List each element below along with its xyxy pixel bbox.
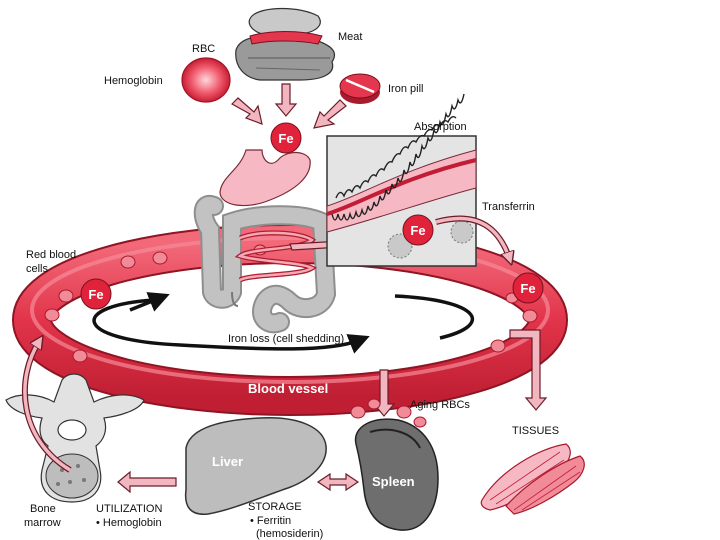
- iron-loss-label: Iron loss (cell shedding): [228, 333, 344, 345]
- absorption-panel: [326, 93, 477, 267]
- vessel-rbcs: [44, 244, 538, 363]
- intake-arrows: [231, 83, 347, 129]
- liver-label: Liver: [212, 454, 243, 469]
- svg-text:Fe: Fe: [88, 287, 103, 302]
- transferrin-label: Transferrin: [482, 201, 535, 213]
- aging-rbcs-label: Aging RBCs: [410, 399, 470, 411]
- utilization-label: UTILIZATION: [96, 503, 162, 515]
- red-blood-cells-label-line1: Red blood: [26, 249, 76, 261]
- svg-text:Fe: Fe: [520, 281, 535, 296]
- meat-label: Meat: [338, 31, 362, 43]
- arrow-liver-to-marrow: [117, 470, 177, 494]
- spleen-label: Spleen: [372, 474, 415, 489]
- storage-ferritin: • Ferritin: [250, 515, 291, 527]
- liver-image: [184, 417, 327, 515]
- iron-pill-label: Iron pill: [388, 83, 423, 95]
- circulation-arrows: [92, 292, 474, 354]
- arrow-to-tissues: [509, 329, 548, 411]
- tissues-label: TISSUES: [512, 425, 559, 437]
- bone-marrow-label-line1: Bone: [30, 503, 56, 515]
- fe-rbc-badge: Fe: [80, 278, 112, 310]
- hemoglobin-label: Hemoglobin: [104, 75, 163, 87]
- arrow-pill-to-fe: [313, 99, 347, 129]
- arrow-rbc-to-fe: [231, 97, 263, 125]
- storage-label: STORAGE: [248, 501, 302, 513]
- storage-hemosiderin: (hemosiderin): [256, 528, 323, 540]
- rbc-label: RBC: [192, 43, 215, 55]
- fe-intake-badge: Fe: [270, 122, 302, 154]
- fe-absorption-badge: Fe: [402, 214, 434, 246]
- absorption-label: Absorption: [414, 121, 467, 133]
- meat-image: [235, 7, 336, 81]
- red-blood-cells-label-line2: cells: [26, 263, 49, 275]
- digestive-tract: [193, 149, 337, 334]
- arrow-marrow-to-vessel: [23, 340, 71, 472]
- arrow-transferrin: [435, 216, 510, 260]
- iron-pill-image: [339, 73, 381, 104]
- spleen-image: [354, 418, 439, 531]
- rbc-image: [181, 57, 231, 103]
- bone-marrow-label-line2: marrow: [24, 517, 61, 529]
- aging-rbcs-image: [350, 398, 427, 428]
- svg-text:Fe: Fe: [410, 223, 425, 238]
- muscle-tissue-image: [480, 443, 585, 515]
- utilization-hemoglobin: • Hemoglobin: [96, 517, 162, 529]
- svg-text:Fe: Fe: [278, 131, 293, 146]
- arrow-liver-spleen: [316, 472, 360, 492]
- fe-transport-badge: Fe: [512, 272, 544, 304]
- blood-vessel-label: Blood vessel: [248, 381, 328, 396]
- villi: [331, 93, 465, 221]
- arrow-meat-to-fe: [274, 83, 298, 117]
